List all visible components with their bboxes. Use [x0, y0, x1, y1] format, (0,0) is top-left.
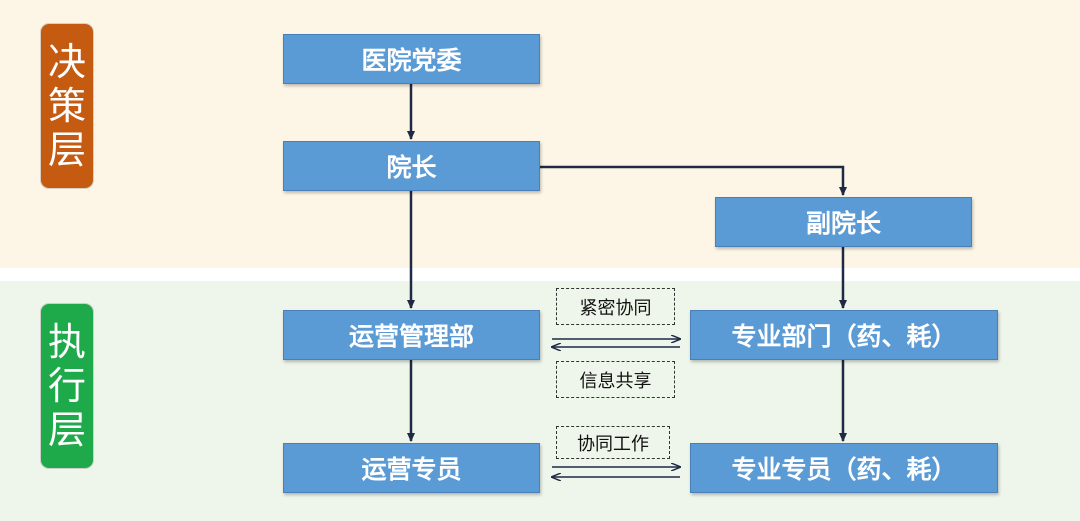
execution-layer-label: 执行层 — [41, 304, 93, 468]
arrow-president-to-vice — [540, 165, 847, 196]
ops-specialist-node: 运营专员 — [283, 443, 540, 493]
close-coordination-label: 紧密协同 — [556, 288, 675, 325]
collaborative-work-label: 协同工作 — [556, 426, 670, 459]
execution-layer-text: 执行层 — [47, 320, 86, 452]
specialty-department-node: 专业部门（药、耗） — [690, 310, 998, 360]
decision-layer-label: 决策层 — [41, 24, 93, 188]
info-sharing-label: 信息共享 — [556, 361, 675, 398]
party-committee-node: 医院党委 — [283, 34, 540, 84]
president-node: 院长 — [283, 141, 540, 191]
ops-department-node: 运营管理部 — [283, 310, 540, 360]
decision-layer-text: 决策层 — [47, 40, 86, 172]
specialty-specialist-node: 专业专员（药、耗） — [690, 443, 998, 493]
vice-president-node: 副院长 — [715, 197, 972, 247]
